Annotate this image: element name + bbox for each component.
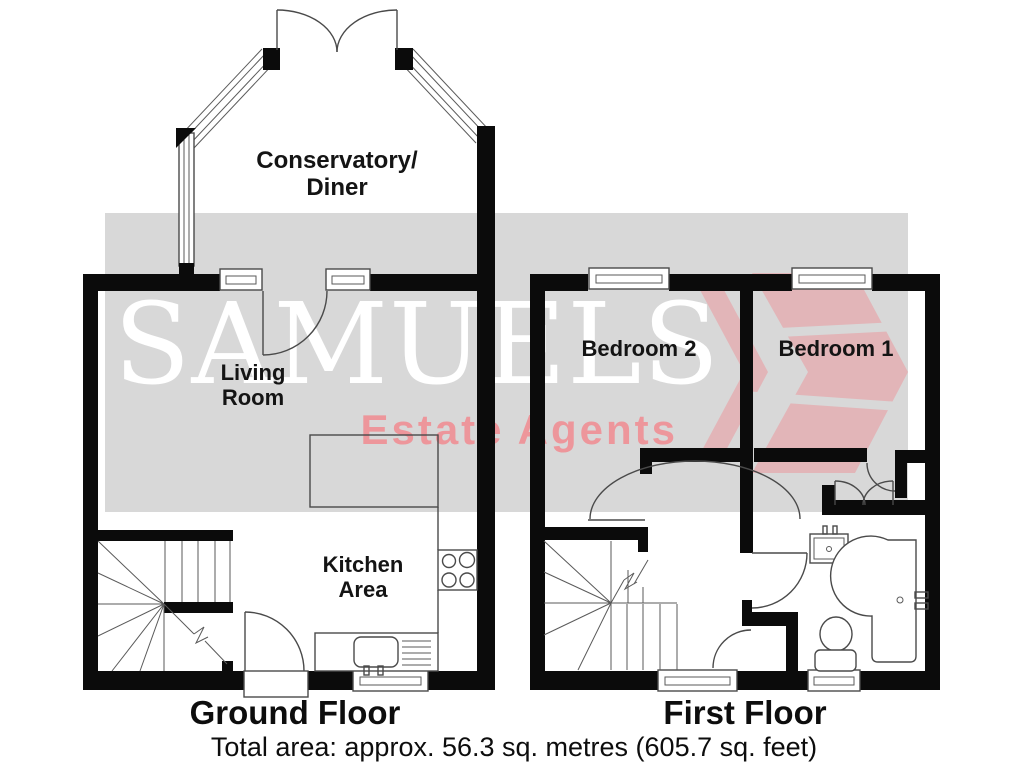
kitchen-worktop-peninsula bbox=[309, 434, 439, 508]
conservatory-corner-post bbox=[176, 128, 196, 148]
ground-floor-walls bbox=[83, 126, 495, 690]
conservatory-window-right-diagonal bbox=[399, 48, 490, 144]
bathroom-window bbox=[807, 669, 861, 692]
first-floor-walls bbox=[530, 274, 940, 690]
room-label-bedroom2: Bedroom 2 bbox=[582, 336, 697, 361]
watermark-brand-text: SAMUELS bbox=[114, 280, 721, 410]
ground-floor-plan: Conservatory/ Diner Living Room Kitchen … bbox=[83, 9, 495, 698]
kitchen-sink bbox=[314, 632, 439, 676]
conservatory-window-left-side bbox=[178, 132, 195, 267]
conservatory-to-living-door bbox=[262, 290, 328, 356]
bedroom2-door bbox=[588, 460, 801, 521]
landing-cupboard-door bbox=[712, 629, 752, 669]
living-room-window-left bbox=[219, 268, 263, 291]
bedroom1-window bbox=[791, 267, 873, 290]
first-floor-windows bbox=[588, 267, 873, 692]
ground-floor-windows bbox=[219, 268, 429, 692]
landing-window bbox=[657, 669, 738, 692]
conservatory-window-left-diagonal bbox=[180, 48, 276, 149]
room-label-living-line1: Living bbox=[221, 360, 286, 385]
room-label-kitchen-line1: Kitchen bbox=[323, 552, 404, 577]
bedroom1-door bbox=[866, 462, 896, 492]
watermark-tagline-text: Estate Agents bbox=[360, 406, 678, 453]
first-floor-staircase bbox=[543, 540, 678, 671]
stair-direction-break bbox=[623, 572, 638, 591]
room-label-living-line2: Room bbox=[222, 385, 284, 410]
first-floor-caption: First Floor bbox=[663, 694, 826, 731]
conservatory bbox=[176, 9, 490, 290]
conservatory-door-post-right bbox=[395, 48, 413, 70]
ground-floor-staircase bbox=[97, 540, 231, 672]
ground-floor-caption: Ground Floor bbox=[190, 694, 401, 731]
airing-cupboard-doors bbox=[834, 480, 894, 506]
watermark: SAMUELS Estate Agents bbox=[105, 213, 908, 512]
stair-direction-break bbox=[193, 626, 209, 645]
room-label-conservatory-line1: Conservatory/ bbox=[256, 147, 418, 174]
bath bbox=[829, 535, 929, 663]
watermark-chevron-logo bbox=[700, 273, 908, 473]
room-label-conservatory-line2: Diner bbox=[306, 174, 367, 201]
conservatory-french-doors bbox=[276, 9, 398, 53]
first-floor-plan: Bedroom 2 Bedroom 1 bbox=[530, 267, 940, 692]
kitchen-area bbox=[309, 434, 478, 676]
bathroom bbox=[809, 525, 929, 672]
kitchen-window bbox=[352, 669, 429, 692]
room-label-kitchen-line2: Area bbox=[339, 577, 389, 602]
drainer-lines bbox=[402, 640, 431, 666]
room-label-bedroom1: Bedroom 1 bbox=[779, 336, 894, 361]
bedroom2-window bbox=[588, 267, 670, 290]
living-room-window-right bbox=[325, 268, 371, 291]
hob bbox=[437, 549, 478, 591]
toilet bbox=[814, 616, 857, 672]
conservatory-door-post-left bbox=[263, 48, 280, 70]
front-door bbox=[243, 611, 309, 698]
total-area-caption: Total area: approx. 56.3 sq. metres (605… bbox=[211, 732, 817, 762]
watermark-band bbox=[105, 213, 908, 512]
bathroom-door bbox=[751, 552, 808, 609]
